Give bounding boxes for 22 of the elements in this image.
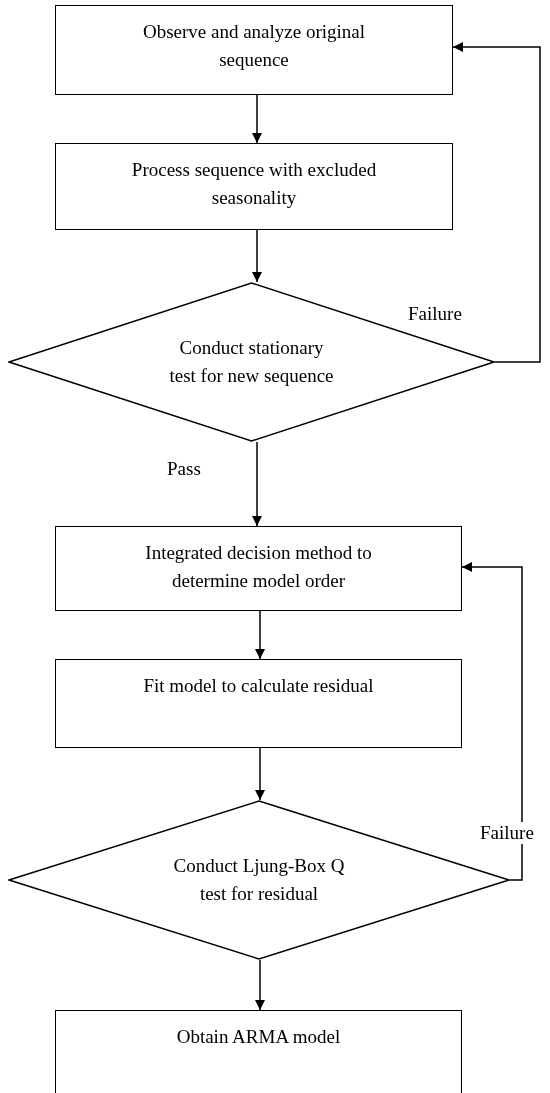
node-text: Fit model to calculate residual [142,674,375,698]
arrow [252,441,262,527]
process-box [55,1010,462,1093]
arrow [461,562,523,881]
edge-label: Failure [478,822,536,844]
decision-diamond [8,282,495,442]
process-box [55,143,453,230]
arrow [252,94,262,144]
node-text: Obtain ARMA model [175,1025,342,1049]
process-box [55,5,453,95]
process-box [55,659,462,748]
arrow [452,42,541,363]
arrow [255,959,265,1011]
node-text: Conduct Ljung-Box Q test for residual [172,854,346,906]
arrow [255,610,265,660]
arrow [252,229,262,283]
node-text: Process sequence with excluded seasonality [130,158,378,210]
arrow [255,747,265,801]
process-box [55,526,462,611]
node-text: Observe and analyze original sequence [141,20,367,72]
node-text: Conduct stationary test for new sequence [168,336,335,388]
node-text: Integrated decision method to determine model order [144,541,373,593]
